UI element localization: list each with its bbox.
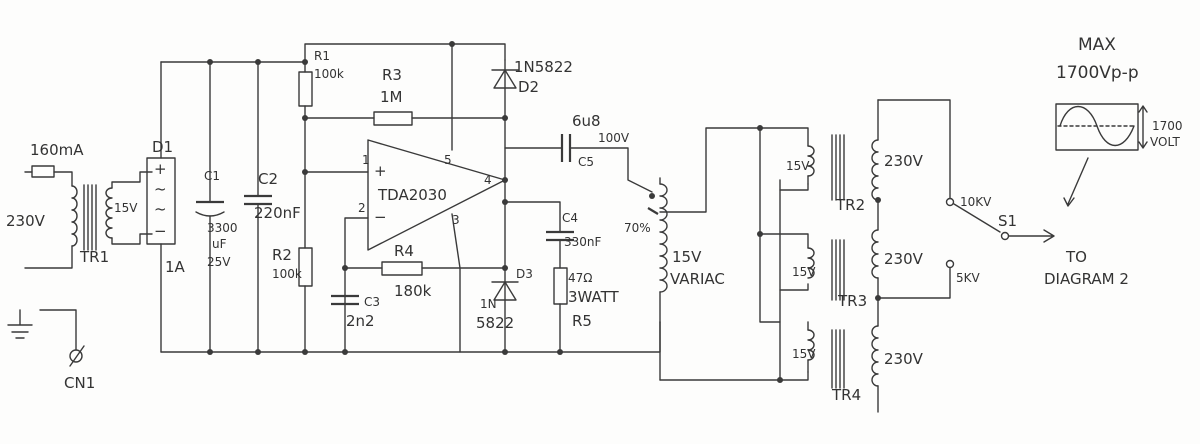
label-r2: R2 (272, 246, 292, 264)
waveform-inset (1055, 103, 1148, 207)
label-tr4-pri: 230V (884, 350, 924, 368)
label-tr1-secondary: 15V (114, 201, 138, 215)
label-r3: R3 (382, 66, 402, 84)
label-r1: R1 (314, 49, 330, 63)
variac (647, 127, 781, 381)
label-ic-pin5: 5 (444, 153, 452, 167)
resistor-r1 (298, 61, 313, 249)
label-d2: D2 (518, 78, 539, 96)
label-r2-value: 100k (272, 267, 302, 281)
label-r3-value: 1M (380, 88, 403, 106)
transformer-tr2 (807, 99, 951, 201)
label-r5-value: 47Ω (568, 271, 592, 285)
fuse (31, 165, 55, 178)
label-c4: C4 (562, 211, 578, 225)
label-to-1: TO (1065, 248, 1087, 266)
label-tr3-pri: 230V (884, 250, 924, 268)
switch-s1 (945, 197, 1055, 269)
resistor-r2 (298, 247, 313, 353)
mains-input (24, 165, 78, 269)
label-variac: VARIAC (670, 270, 725, 288)
ground-cn1 (7, 309, 85, 367)
label-cn1: CN1 (64, 374, 95, 392)
label-c4-value: 330nF (564, 235, 602, 249)
label-d1: D1 (152, 138, 173, 156)
top-rail (160, 43, 506, 63)
label-tr2-sec: 15V (786, 159, 810, 173)
label-max-1: MAX (1078, 35, 1116, 55)
label-ic-pin3: 3 (452, 213, 460, 227)
junctions (207, 41, 881, 383)
label-s1: S1 (998, 212, 1017, 230)
label-c1: C1 (204, 169, 220, 183)
transformer-tr1 (83, 171, 153, 251)
label-tr4: TR4 (831, 386, 861, 404)
capacitor-c1 (195, 61, 225, 353)
label-c5: C5 (578, 155, 594, 169)
diode-d3 (491, 281, 519, 301)
label-c1-voltage: 25V (207, 255, 231, 269)
transformer-tr3 (807, 199, 951, 301)
label-c2: C2 (258, 170, 278, 188)
label-c3: C3 (364, 295, 380, 309)
label-ic-pin4: 4 (484, 173, 492, 187)
label-r4-value: 180k (394, 282, 432, 300)
label-d1-rating: 1A (165, 258, 186, 276)
label-tr3: TR3 (837, 292, 867, 310)
label-tr3-sec: 15V (792, 265, 816, 279)
label-d1-minus: − (154, 222, 167, 240)
label-amp-2: VOLT (1150, 135, 1180, 149)
label-ic-pin1: 1 (362, 153, 370, 167)
label-ic-pin2: 2 (358, 201, 366, 215)
label-r1-value: 100k (314, 67, 344, 81)
label-c3-value: 2n2 (346, 312, 375, 330)
label-fuse: 160mA (30, 141, 84, 159)
capacitor-c3 (331, 294, 359, 306)
label-tap-5kv: 5KV (956, 271, 981, 285)
label-ic: TDA2030 (377, 186, 447, 204)
label-c1-value2: uF (212, 237, 227, 251)
secondary-bus (759, 127, 809, 381)
resistor-r3 (304, 111, 506, 126)
label-d3: D3 (516, 267, 533, 281)
label-amp-1: 1700 (1152, 119, 1183, 133)
label-d1-plus: + (154, 160, 167, 178)
label-d2-part: 1N5822 (514, 58, 573, 76)
resistor-r4 (344, 261, 506, 276)
label-d1-ac2: ~ (154, 200, 167, 218)
diode-d2 (491, 69, 519, 89)
label-tr4-sec: 15V (792, 347, 816, 361)
label-tap-10kv: 10KV (960, 195, 992, 209)
label-tr1: TR1 (79, 248, 109, 266)
label-r5: R5 (572, 312, 592, 330)
label-variac-setting: 70% (624, 221, 651, 235)
zobel-c4-r5 (504, 201, 574, 353)
capacitor-c2 (244, 61, 272, 353)
label-c2-value: 220nF (254, 204, 301, 222)
label-tr2-pri: 230V (884, 152, 924, 170)
label-d3-part1: 1N (480, 297, 497, 311)
label-r5-power: 3WATT (568, 288, 620, 306)
label-c5-voltage: 100V (598, 131, 630, 145)
label-mains: 230V (6, 212, 46, 230)
bridge-rectifier-d1 (146, 61, 176, 353)
label-max-2: 1700Vp-p (1056, 63, 1139, 83)
label-ic-minus: − (374, 208, 387, 226)
capacitor-c5 (504, 134, 653, 193)
label-variac-voltage: 15V (672, 248, 702, 266)
label-r4: R4 (394, 242, 414, 260)
label-ic-plus: + (374, 162, 387, 180)
transformer-tr4 (807, 297, 879, 413)
label-d1-ac1: ~ (154, 180, 167, 198)
label-d3-part2: 5822 (476, 314, 514, 332)
label-to-2: DIAGRAM 2 (1044, 270, 1129, 288)
labels: 160mA 230V 15V TR1 D1 + ~ ~ − 1A C1 3300… (6, 35, 1183, 404)
label-c1-value1: 3300 (207, 221, 238, 235)
label-c5-value: 6u8 (572, 112, 601, 130)
label-tr2: TR2 (835, 196, 865, 214)
